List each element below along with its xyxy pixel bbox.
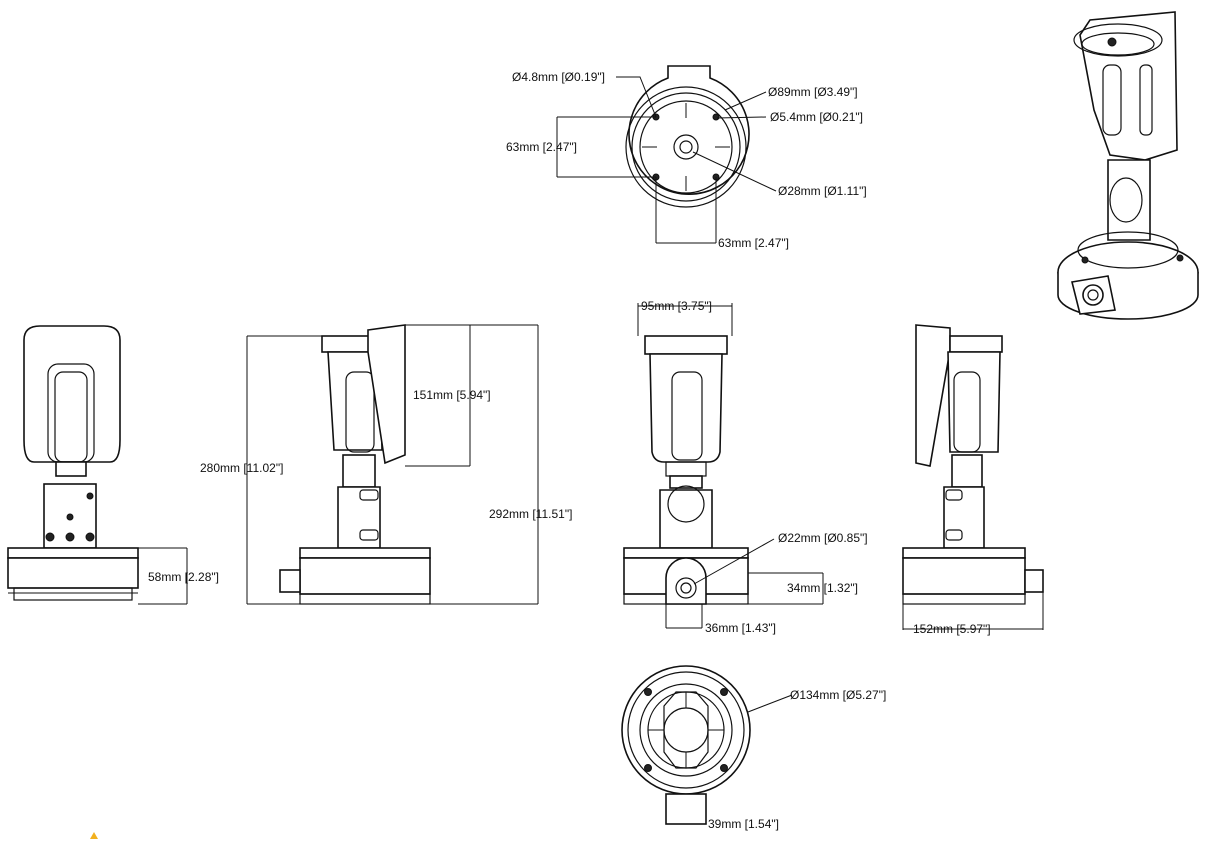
label-conduit-height: 34mm [1.32"] xyxy=(787,581,858,595)
label-housing-length: 151mm [5.94"] xyxy=(413,388,491,402)
label-bracket-width: 39mm [1.54"] xyxy=(708,817,779,831)
label-base-dia-small: Ø89mm [Ø3.49"] xyxy=(768,85,858,99)
front-view xyxy=(7,325,188,605)
label-center-hole-dia: Ø28mm [Ø1.11"] xyxy=(778,184,867,198)
label-conduit-width: 36mm [1.43"] xyxy=(705,621,776,635)
label-depth-total: 292mm [11.51"] xyxy=(489,507,572,521)
isometric-view xyxy=(1057,11,1199,320)
label-base-width: 152mm [5.97"] xyxy=(913,622,991,636)
label-base-height: 58mm [2.28"] xyxy=(148,570,219,584)
label-bolt-spacing-horizontal: 63mm [2.47"] xyxy=(718,236,789,250)
side-view-left xyxy=(246,324,539,605)
marker-icon xyxy=(90,832,98,839)
bottom-view xyxy=(621,665,793,825)
side-view-right xyxy=(902,324,1044,630)
label-base-dia-large: Ø134mm [Ø5.27"] xyxy=(790,688,886,702)
label-mount-hole-dia: Ø4.8mm [Ø0.19"] xyxy=(512,70,605,84)
label-screw-hole-dia: Ø5.4mm [Ø0.21"] xyxy=(770,110,863,124)
top-view-mount-plate xyxy=(556,65,777,244)
label-height-total: 280mm [11.02"] xyxy=(200,461,283,475)
side-view-center xyxy=(623,303,824,629)
label-housing-width: 95mm [3.75"] xyxy=(641,299,712,313)
label-conduit-dia: Ø22mm [Ø0.85"] xyxy=(778,531,868,545)
label-bolt-spacing-vertical: 63mm [2.47"] xyxy=(506,140,577,154)
